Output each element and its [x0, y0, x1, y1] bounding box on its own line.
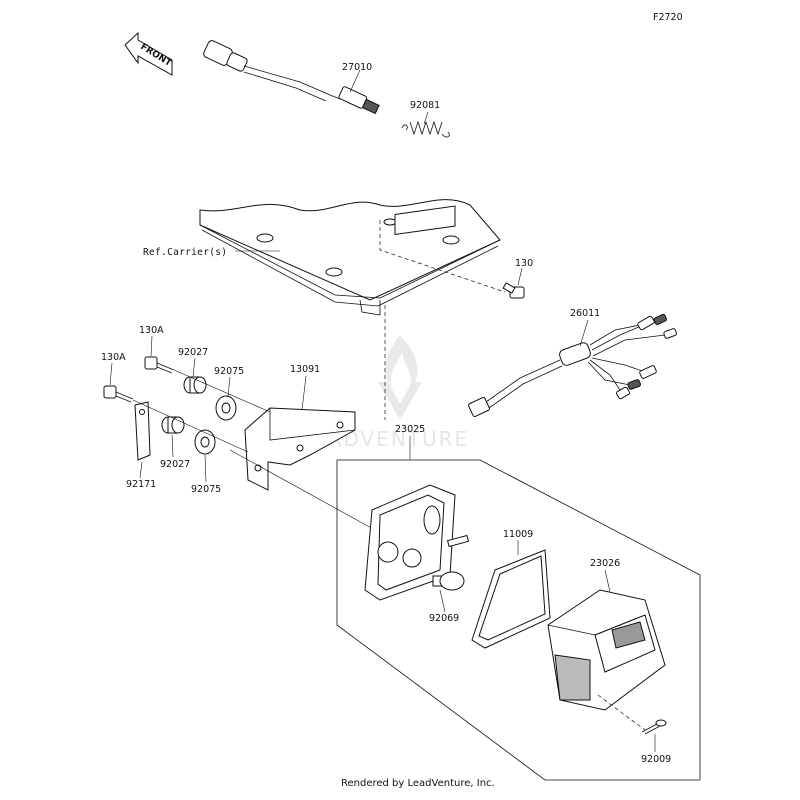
label-130: 130: [515, 258, 533, 269]
label-92081: 92081: [410, 100, 440, 111]
bracket-92171: [134, 401, 151, 461]
lamp-housing: [364, 484, 470, 601]
label-92009: 92009: [641, 754, 671, 765]
label-13091: 13091: [290, 364, 320, 375]
label-130A-left: 130A: [101, 352, 126, 363]
grommet-92075-upper: [215, 395, 237, 421]
label-27010: 27010: [342, 62, 372, 73]
label-11009: 11009: [503, 529, 533, 540]
figure-code: F2720: [653, 12, 683, 23]
screw-92009: [641, 719, 667, 735]
grommet-92075-lower: [194, 429, 216, 455]
harness-27010: [203, 40, 380, 115]
label-26011: 26011: [570, 308, 600, 319]
label-92075-upper: 92075: [214, 366, 244, 377]
lens-23026: [547, 589, 666, 711]
label-92171: 92171: [126, 479, 156, 490]
assembly-23025-frame: [336, 459, 701, 781]
label-92027-upper: 92027: [178, 347, 208, 358]
carrier-plate: [199, 199, 501, 316]
bolt-130A-upper: [144, 356, 175, 374]
collar-92027-lower: [161, 416, 185, 434]
front-direction-arrow: FRONT: [124, 31, 174, 76]
gasket-11009: [471, 549, 551, 649]
label-92069: 92069: [429, 613, 459, 624]
bracket-13091: [244, 407, 356, 491]
label-130A-upper: 130A: [139, 325, 164, 336]
watermark-logo: [378, 335, 422, 420]
bulb-92069: [432, 571, 465, 591]
label-23025: 23025: [395, 424, 425, 435]
bolt-130A-left: [103, 385, 134, 403]
collar-92027-upper: [183, 376, 207, 394]
harness-26011: [468, 313, 677, 417]
ref-carrier-label: Ref.Carrier(s): [143, 247, 227, 258]
label-23026: 23026: [590, 558, 620, 569]
label-92075-lower: 92075: [191, 484, 221, 495]
bolt-130: [502, 282, 525, 299]
footer-credit: Rendered by LeadVenture, Inc.: [341, 778, 495, 789]
spring-92081: [401, 120, 450, 138]
label-92027-lower: 92027: [160, 459, 190, 470]
